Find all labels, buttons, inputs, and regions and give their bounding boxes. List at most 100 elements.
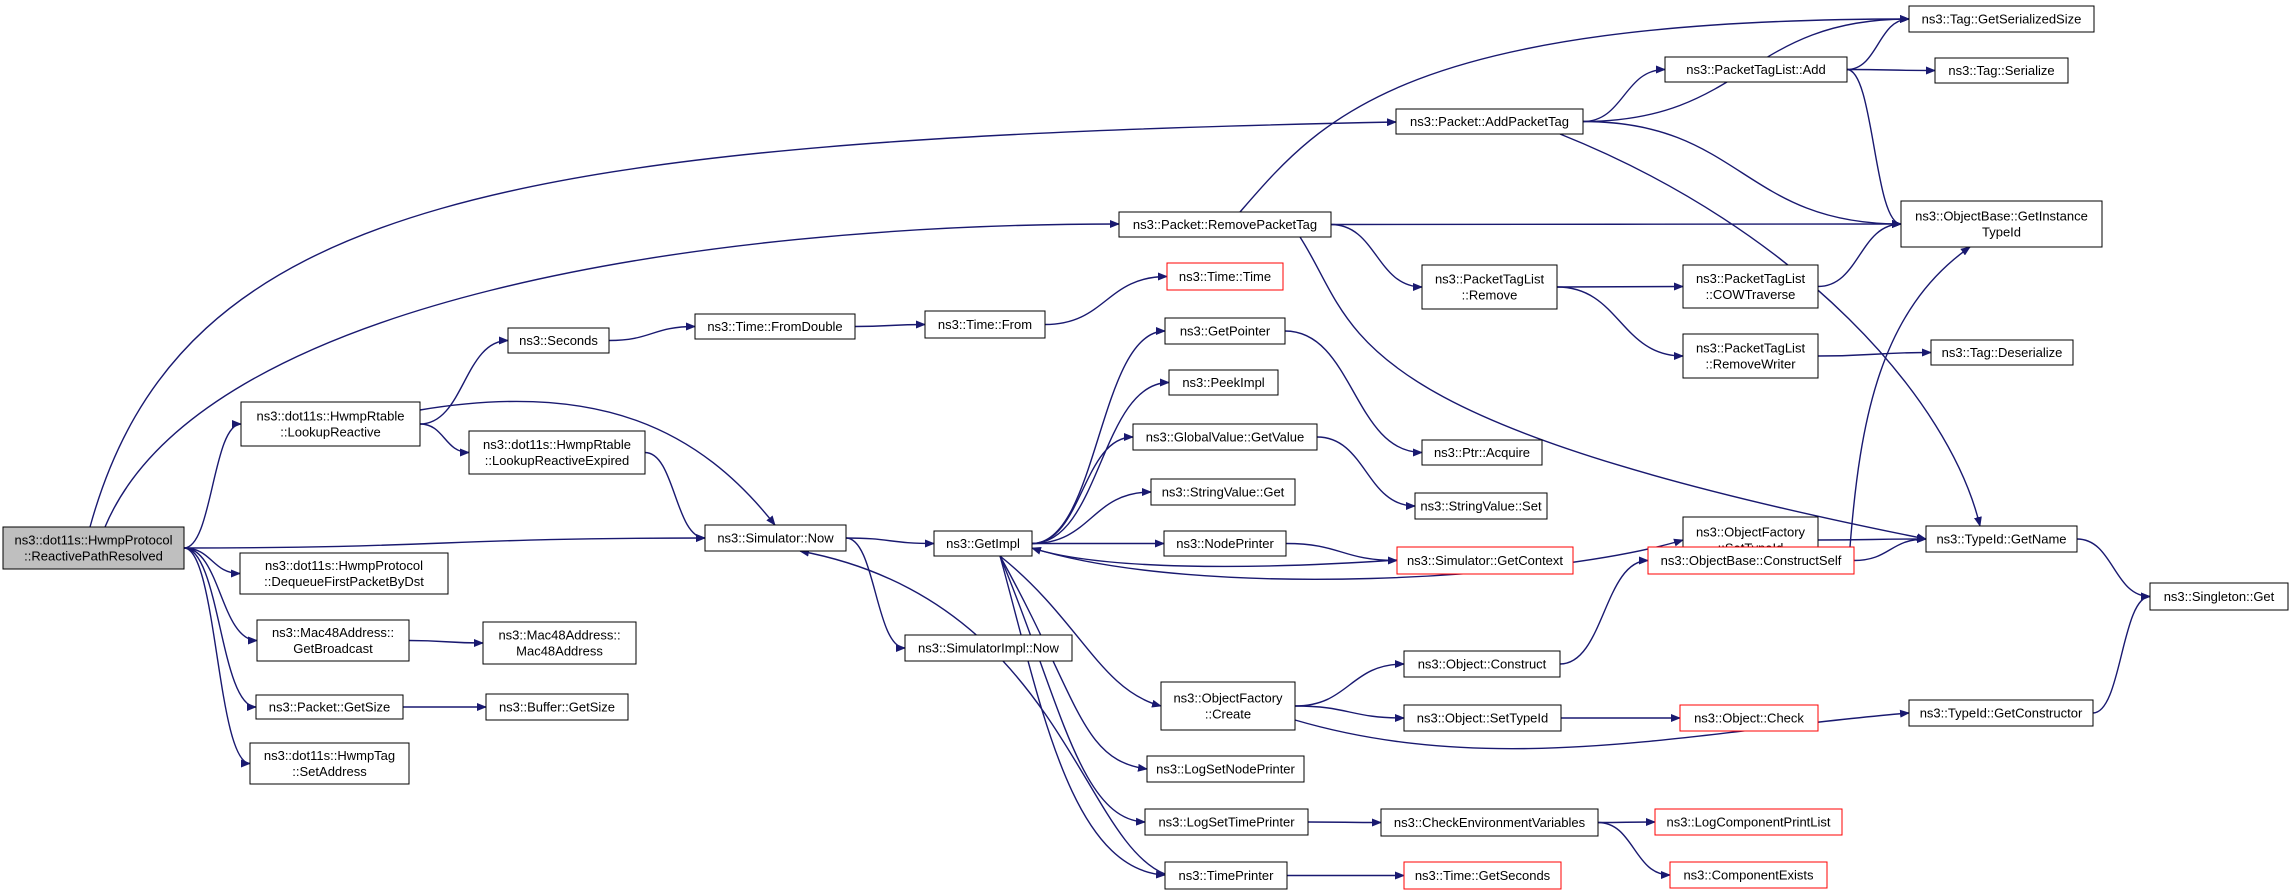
node-box: [1164, 317, 1286, 345]
node-mac48Address[interactable]: ns3::Mac48Address::Mac48Address: [482, 621, 637, 665]
node-label: ns3::LogSetNodePrinter: [1156, 762, 1295, 777]
node-label: ns3::TimePrinter: [1179, 868, 1275, 883]
node-box: [1166, 262, 1284, 291]
node-timeFrom[interactable]: ns3::Time::From: [924, 310, 1046, 339]
node-seconds[interactable]: ns3::Seconds: [507, 327, 610, 354]
node-getImpl[interactable]: ns3::GetImpl: [933, 530, 1033, 557]
node-objectSetTypeId[interactable]: ns3::Object::SetTypeId: [1403, 704, 1562, 732]
node-box: [1654, 808, 1843, 836]
node-objectCheck[interactable]: ns3::Object::Check: [1679, 704, 1819, 732]
edge-getImpl-to-objectFactorySetTypeId: [1031, 538, 1684, 580]
node-packetGetSize[interactable]: ns3::Packet::GetSize: [255, 694, 404, 720]
node-tagDeserialize[interactable]: ns3::Tag::Deserialize: [1930, 339, 2074, 366]
edge-packetAddPacketTag-to-packetTagListAdd: [1582, 65, 1666, 123]
edge-simulatorNow-to-getImpl: [845, 537, 935, 548]
node-stringValueSet[interactable]: ns3::StringValue::Set: [1414, 492, 1548, 520]
edge-objectBaseConstructSelf-to-typeIdGetName: [1853, 535, 1927, 562]
node-getPointer[interactable]: ns3::GetPointer: [1164, 317, 1286, 345]
node-simulatorImplNow[interactable]: ns3::SimulatorImpl::Now: [904, 634, 1073, 662]
node-getBroadcast[interactable]: ns3::Mac48Address::GetBroadcast: [256, 619, 410, 662]
node-lookupReactive[interactable]: ns3::dot11s::HwmpRtable::LookupReactive: [240, 401, 421, 447]
node-hwmpTagSetAddress[interactable]: ns3::dot11s::HwmpTag::SetAddress: [249, 742, 410, 785]
node-box: [904, 634, 1073, 662]
node-componentExists[interactable]: ns3::ComponentExists: [1669, 861, 1828, 889]
node-ptrAcquire[interactable]: ns3::Ptr::Acquire: [1421, 439, 1543, 466]
node-label: ns3::SimulatorImpl::Now: [918, 641, 1059, 656]
node-root[interactable]: ns3::dot11s::HwmpProtocol::ReactivePathR…: [2, 526, 185, 570]
node-box: [1682, 264, 1819, 309]
edge-getImpl-to-getPointer: [1031, 327, 1166, 545]
edge-root-to-dequeue: [183, 547, 241, 578]
node-simulatorGetContext[interactable]: ns3::Simulator::GetContext: [1396, 546, 1574, 575]
edge-checkEnvVars-to-logComponentPrintList: [1597, 818, 1656, 827]
node-box: [1934, 57, 2069, 84]
edge-removeWriter-to-tagDeserialize: [1817, 348, 1932, 357]
node-timeGetSeconds[interactable]: ns3::Time::GetSeconds: [1403, 861, 1562, 890]
node-packetRemovePacketTag[interactable]: ns3::Packet::RemovePacketTag: [1118, 211, 1332, 238]
node-box: [694, 313, 856, 340]
node-objectBaseConstructSelf[interactable]: ns3::ObjectBase::ConstructSelf: [1647, 546, 1855, 575]
node-cowTraverse[interactable]: ns3::PacketTagList::COWTraverse: [1682, 264, 1819, 309]
node-removeWriter[interactable]: ns3::PacketTagList::RemoveWriter: [1682, 333, 1819, 379]
node-label: ns3::GetImpl: [946, 536, 1020, 551]
edge-objectFactoryCreate-to-objectSetTypeId: [1294, 705, 1405, 722]
edge-getImpl-to-stringValueGet: [1031, 488, 1152, 545]
node-lookupReactiveExpired[interactable]: ns3::dot11s::HwmpRtable::LookupReactiveE…: [468, 430, 646, 475]
node-label: ns3::PacketTagList: [1696, 271, 1806, 286]
node-tagGetSerializedSize[interactable]: ns3::Tag::GetSerializedSize: [1908, 5, 2095, 33]
node-stringValueGet[interactable]: ns3::StringValue::Get: [1150, 478, 1296, 506]
edge-simulatorNow-to-simulatorImplNow: [845, 537, 906, 652]
node-label: ns3::Mac48Address::: [498, 628, 620, 643]
node-box: [1664, 56, 1848, 83]
node-box: [1403, 650, 1561, 678]
node-timeFromDouble[interactable]: ns3::Time::FromDouble: [694, 313, 856, 340]
edge-timeFrom-to-timeTime: [1044, 272, 1168, 326]
node-objectConstruct[interactable]: ns3::Object::Construct: [1403, 650, 1561, 678]
node-globalValueGetValue[interactable]: ns3::GlobalValue::GetValue: [1132, 423, 1318, 451]
node-label: ns3::Simulator::Now: [717, 531, 834, 546]
edge-root-to-hwmpTagSetAddress: [183, 547, 251, 768]
node-label: ns3::ObjectFactory: [1173, 691, 1283, 706]
node-logSetNodePrinter[interactable]: ns3::LogSetNodePrinter: [1146, 755, 1305, 783]
edge-seconds-to-timeFromDouble: [608, 322, 696, 342]
node-packetTagListAdd[interactable]: ns3::PacketTagList::Add: [1664, 56, 1848, 83]
node-box: [2149, 582, 2289, 611]
node-box: [1679, 704, 1819, 732]
node-timePrinter[interactable]: ns3::TimePrinter: [1164, 861, 1288, 890]
node-timeTime[interactable]: ns3::Time::Time: [1166, 262, 1284, 291]
nodes-layer: ns3::dot11s::HwmpProtocol::ReactivePathR…: [2, 5, 2289, 890]
node-packetAddPacketTag[interactable]: ns3::Packet::AddPacketTag: [1395, 108, 1584, 135]
node-checkEnvVars[interactable]: ns3::CheckEnvironmentVariables: [1380, 808, 1599, 837]
edge-getImpl-to-peekImpl: [1031, 378, 1170, 545]
node-bufferGetSize[interactable]: ns3::Buffer::GetSize: [485, 693, 629, 721]
node-label: ns3::dot11s::HwmpTag: [264, 748, 395, 763]
node-tagSerialize[interactable]: ns3::Tag::Serialize: [1934, 57, 2069, 84]
node-label: ns3::Time::Time: [1179, 269, 1271, 284]
node-singletonGet[interactable]: ns3::Singleton::Get: [2149, 582, 2289, 611]
node-label: ns3::ObjectBase::ConstructSelf: [1661, 553, 1842, 568]
node-label: ns3::dot11s::HwmpRtable: [483, 437, 631, 452]
edge-typeIdGetConstructor-to-singletonGet: [2092, 592, 2151, 714]
node-packetTagListRemove[interactable]: ns3::PacketTagList::Remove: [1421, 264, 1558, 310]
node-simulatorNow[interactable]: ns3::Simulator::Now: [704, 524, 847, 552]
node-label: ns3::PeekImpl: [1182, 375, 1264, 390]
node-logComponentPrintList[interactable]: ns3::LogComponentPrintList: [1654, 808, 1843, 836]
node-label: ns3::Buffer::GetSize: [499, 700, 615, 715]
node-logSetTimePrinter[interactable]: ns3::LogSetTimePrinter: [1144, 808, 1309, 836]
edge-root-to-packetGetSize: [183, 547, 257, 711]
edge-packetTagListAdd-to-getInstanceTypeId: [1846, 68, 1902, 228]
edge-objectBaseConstructSelf-to-getInstanceTypeId: [1849, 246, 1971, 548]
node-box: [255, 694, 404, 720]
node-label: ns3::Time::FromDouble: [707, 319, 842, 334]
edge-nodePrinter-to-simulatorGetContext: [1285, 542, 1398, 565]
node-typeIdGetName[interactable]: ns3::TypeId::GetName: [1925, 525, 2078, 553]
node-label: ns3::Mac48Address::: [272, 625, 394, 640]
node-objectFactoryCreate[interactable]: ns3::ObjectFactory::Create: [1160, 681, 1296, 731]
node-nodePrinter[interactable]: ns3::NodePrinter: [1163, 530, 1287, 557]
edge-packetAddPacketTag-to-getInstanceTypeId: [1582, 120, 1902, 228]
node-dequeue[interactable]: ns3::dot11s::HwmpProtocol::DequeueFirstP…: [239, 552, 449, 595]
node-typeIdGetConstructor[interactable]: ns3::TypeId::GetConstructor: [1908, 699, 2094, 727]
node-peekImpl[interactable]: ns3::PeekImpl: [1168, 369, 1279, 396]
node-label: ns3::TypeId::GetConstructor: [1920, 706, 2083, 721]
